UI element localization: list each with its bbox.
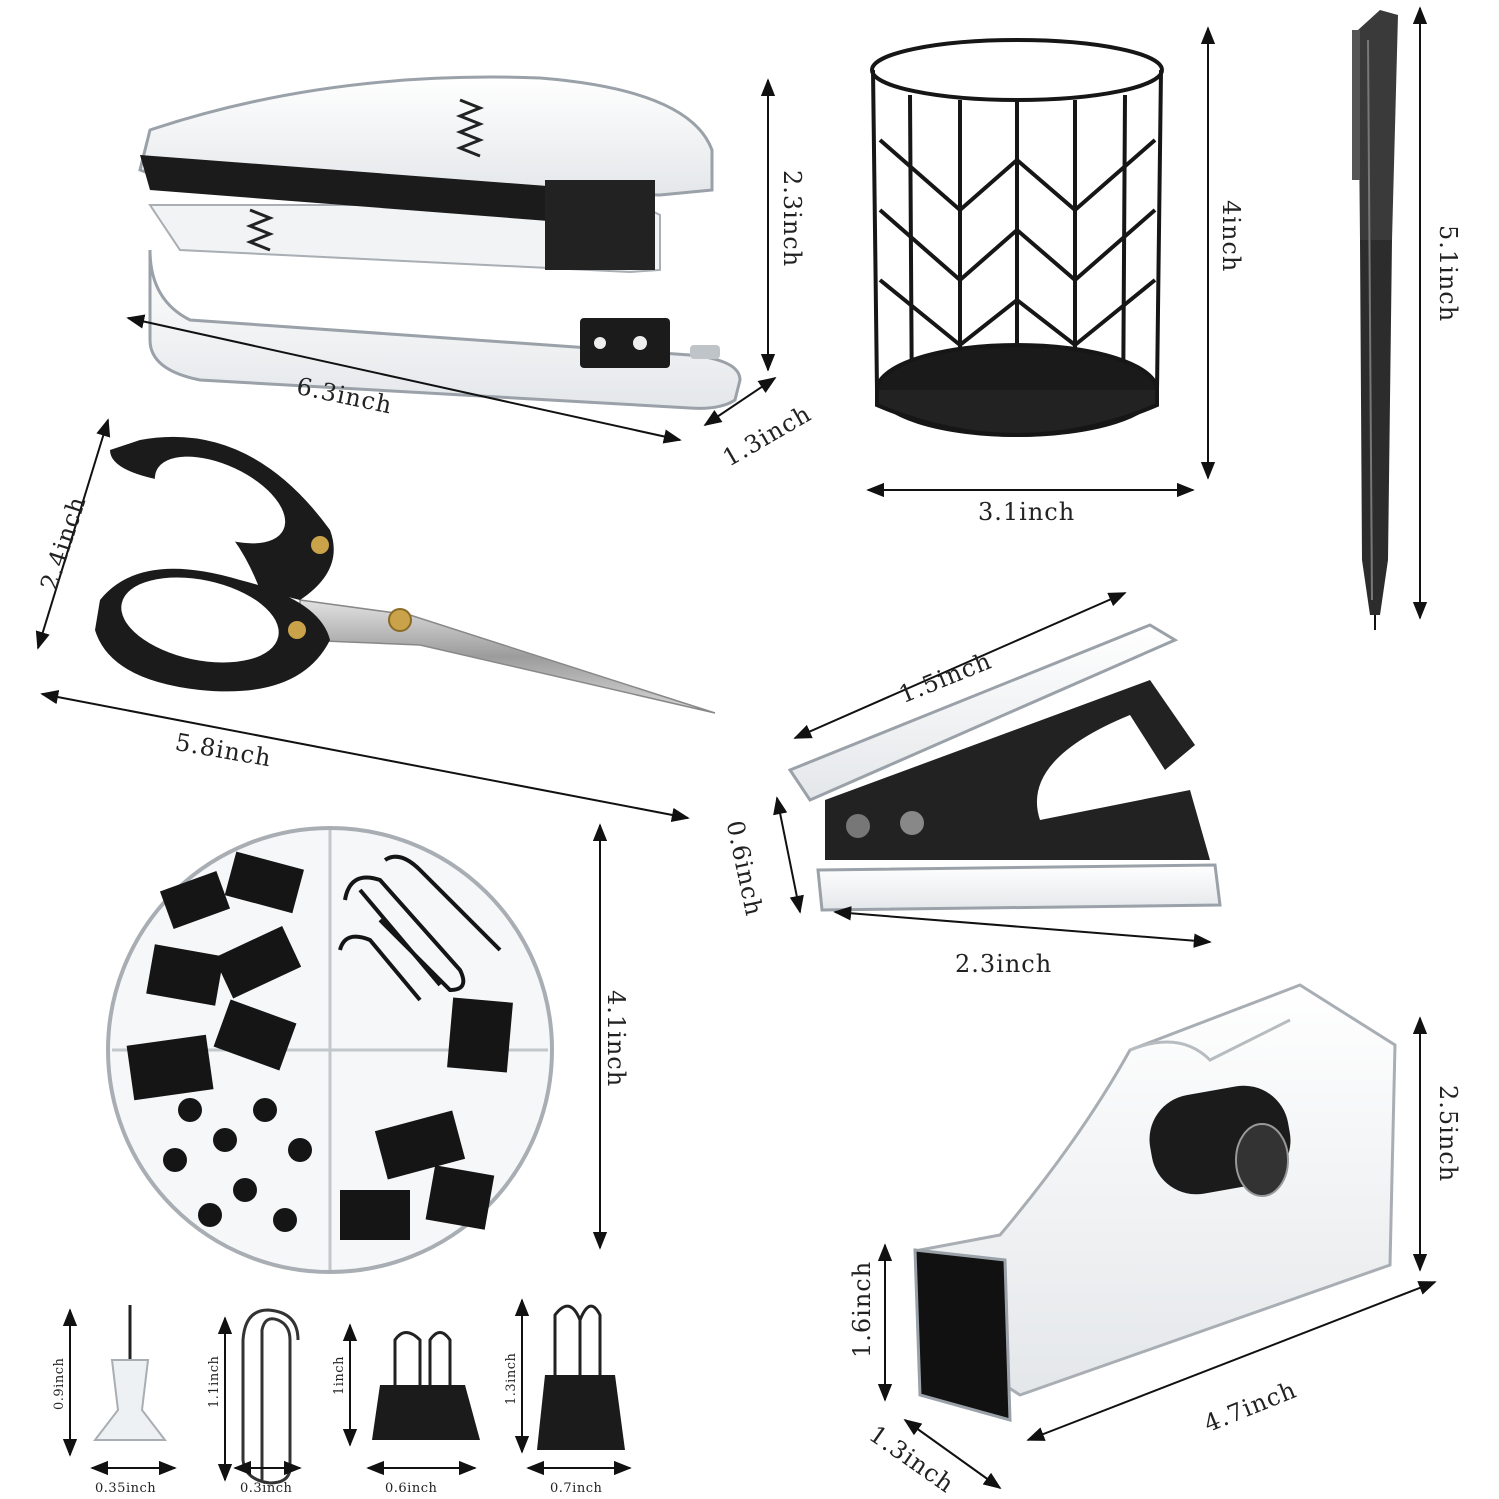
stapler-height-label: 2.3inch bbox=[778, 170, 806, 268]
scissors bbox=[95, 436, 716, 714]
pen-holder-height-label: 4inch bbox=[1217, 200, 1245, 273]
clip-tray-diameter-label: 4.1inch bbox=[602, 990, 630, 1088]
push-pin bbox=[92, 1305, 168, 1441]
pushpin-width-label: 0.35inch bbox=[95, 1481, 157, 1496]
paperclip-width-label: 0.3inch bbox=[240, 1481, 293, 1496]
paper-clip bbox=[241, 1308, 300, 1485]
paperclip-height-label: 1.1inch bbox=[207, 1355, 222, 1408]
wire-pen-holder bbox=[870, 38, 1164, 437]
large-binder-height-label: 1.3inch bbox=[504, 1352, 519, 1405]
tape-front-height-label: 1.6inch bbox=[848, 1260, 876, 1358]
small-binder-width-label: 0.6inch bbox=[385, 1481, 438, 1496]
stapler bbox=[138, 75, 742, 410]
large-binder-clip bbox=[537, 1304, 625, 1450]
dimension-arrows bbox=[35, 6, 1437, 1490]
tape-dispenser bbox=[913, 983, 1397, 1422]
pen-holder-width-label: 3.1inch bbox=[978, 498, 1076, 526]
tape-height-label: 2.5inch bbox=[1434, 1085, 1462, 1183]
large-binder-width-label: 0.7inch bbox=[550, 1481, 603, 1496]
pen-length-label: 5.1inch bbox=[1434, 225, 1462, 323]
pen bbox=[1352, 10, 1398, 630]
small-binder-height-label: 1inch bbox=[332, 1356, 347, 1395]
clip-organizer-tray bbox=[106, 826, 554, 1274]
remover-width-label: 2.3inch bbox=[955, 950, 1053, 978]
pushpin-height-label: 0.9inch bbox=[52, 1357, 67, 1410]
small-binder-clip bbox=[372, 1331, 480, 1440]
staple-remover bbox=[787, 623, 1222, 912]
